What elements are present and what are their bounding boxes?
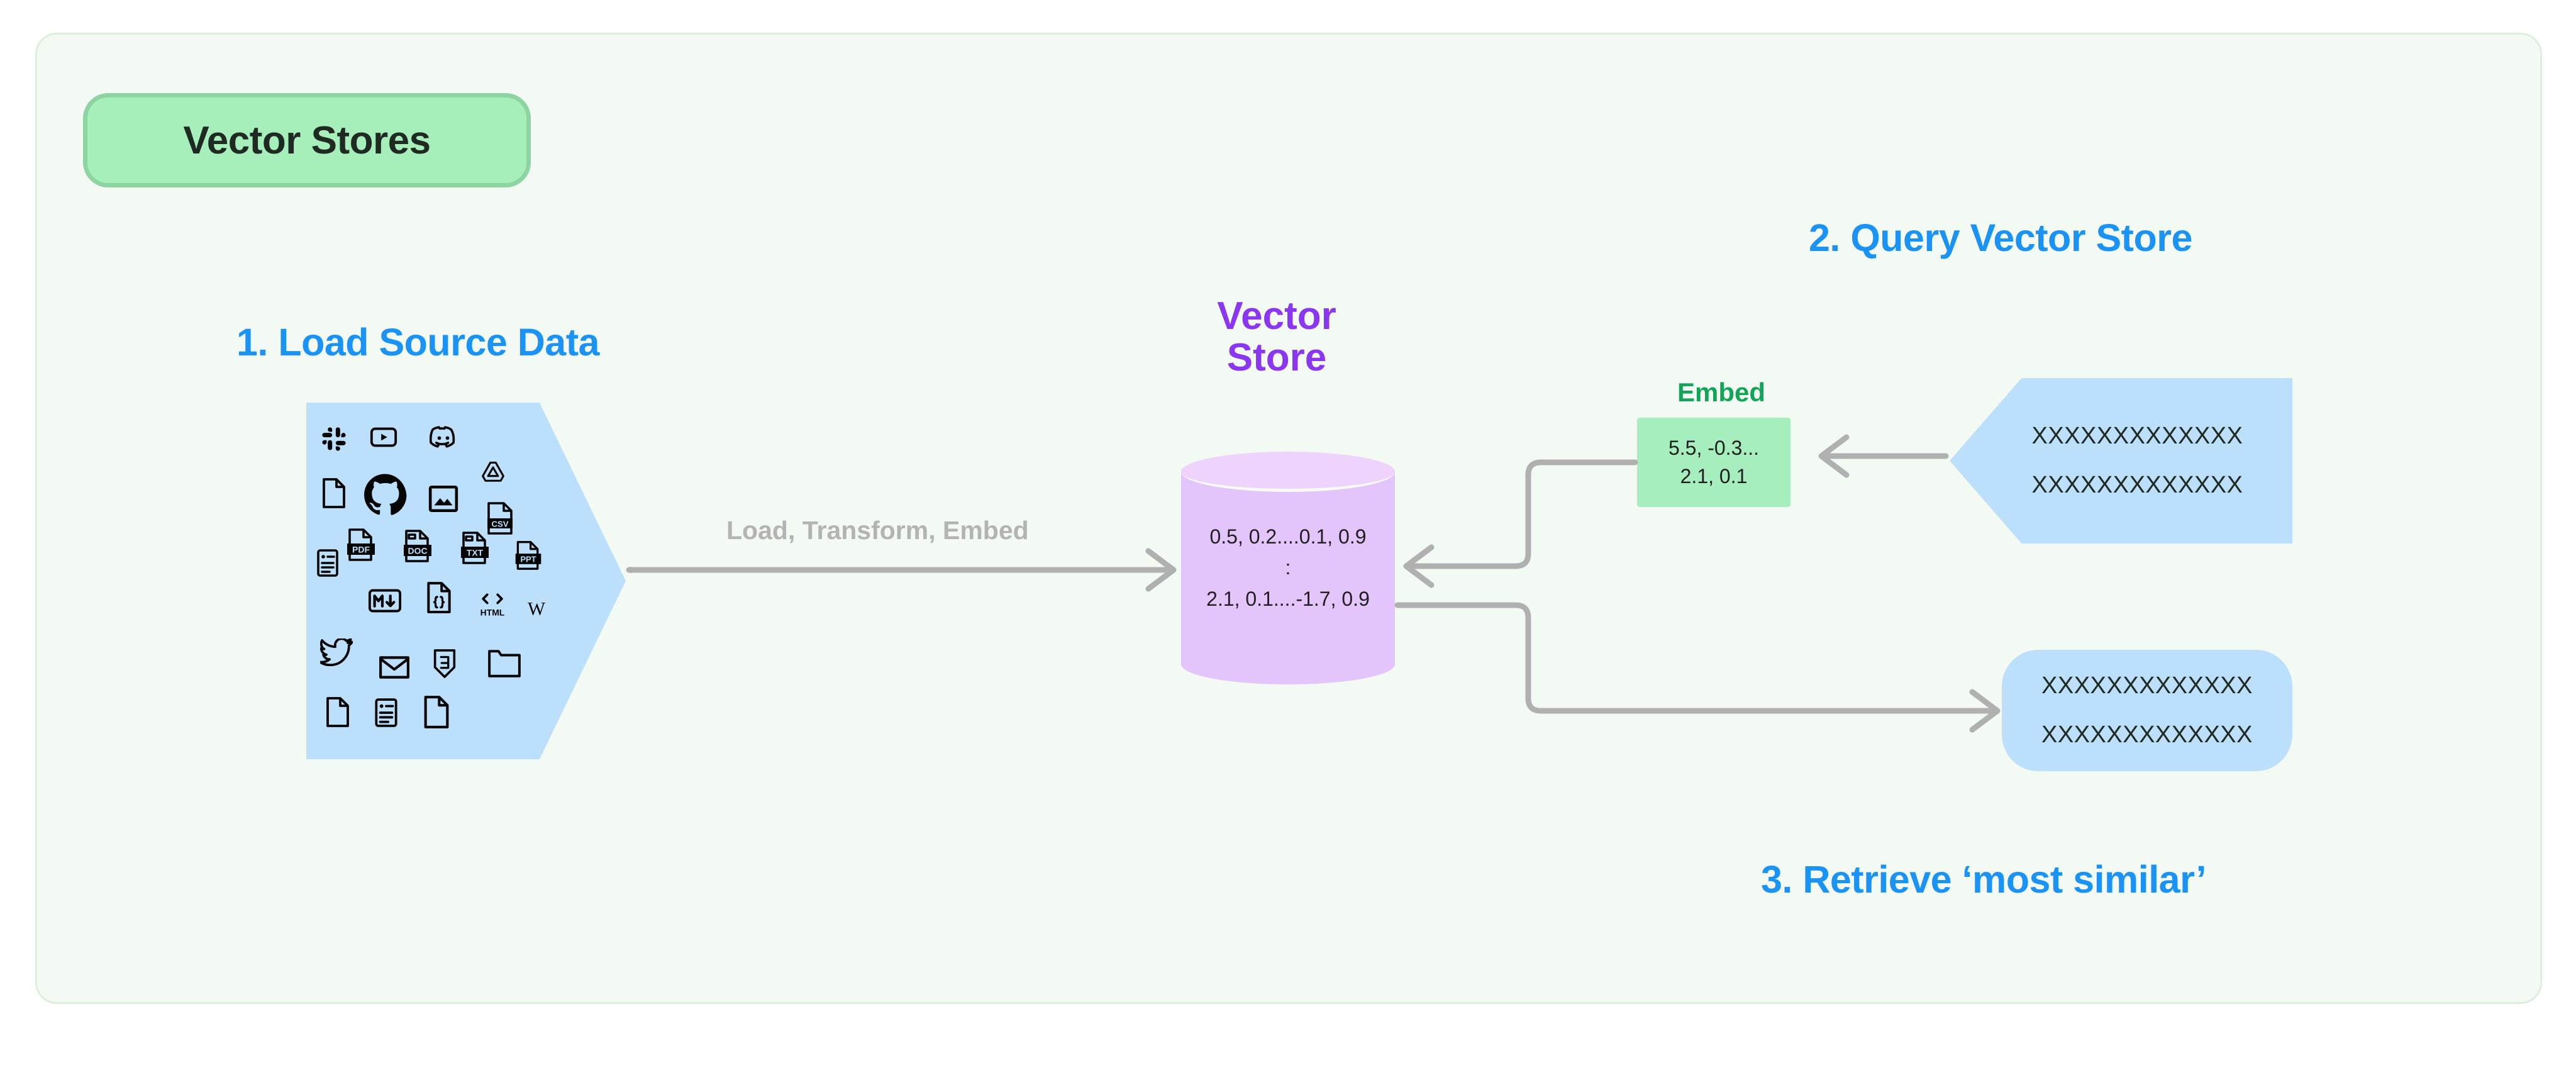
vector-store-title-line2: Store [1226, 336, 1327, 380]
svg-text:DOC: DOC [408, 546, 427, 556]
markdown-icon [368, 588, 402, 613]
pdf-file-icon: PDF [345, 528, 377, 561]
doc-file-icon: DOC [402, 530, 433, 562]
query-line-1: XXXXXXXXXXXXX [2031, 422, 2243, 449]
cylinder-row-2: 2.1, 0.1....-1.7, 0.9 [1206, 587, 1370, 610]
css3-icon [432, 649, 457, 678]
json-code-file-icon [426, 582, 452, 613]
svg-text:CSV: CSV [491, 520, 508, 529]
vector-stores-badge-label: Vector Stores [183, 118, 431, 162]
vector-store-cylinder: 0.5, 0.2....0.1, 0.9 : 2.1, 0.1....-1.7,… [1181, 452, 1395, 684]
document-lines-icon [374, 698, 398, 727]
vector-store-title-line1: Vector [1217, 294, 1336, 338]
pipeline-arrow-label: Load, Transform, Embed [726, 516, 1029, 545]
cylinder-row-0: 0.5, 0.2....0.1, 0.9 [1209, 525, 1367, 548]
vector-stores-badge: Vector Stores [83, 93, 531, 187]
document-lines-icon [316, 549, 339, 577]
youtube-icon [369, 423, 398, 452]
folder-icon [487, 649, 521, 678]
retrieve-line-1: XXXXXXXXXXXXX [2041, 672, 2253, 699]
image-icon [428, 483, 459, 515]
cylinder-bottom-ellipse [1181, 644, 1395, 684]
slack-icon [321, 426, 347, 452]
embed-vector-box: 5.5, -0.3... 2.1, 0.1 [1637, 418, 1790, 507]
github-icon [363, 473, 407, 517]
step-1-heading: 1. Load Source Data [236, 321, 599, 364]
cylinder-body [1181, 472, 1395, 664]
source-data-icon-grid: CSV PDF DOC TXT PPT HTML W [306, 403, 626, 759]
step-3-heading: 3. Retrieve ‘most similar’ [1761, 858, 2207, 901]
embed-row-0: 5.5, -0.3... [1668, 436, 1760, 459]
svg-text:HTML: HTML [480, 607, 505, 617]
html-icon: HTML [477, 590, 508, 618]
retrieve-line-2: XXXXXXXXXXXXX [2041, 721, 2253, 748]
cylinder-top-ellipse [1181, 452, 1395, 492]
file-icon [321, 478, 347, 508]
email-icon [379, 655, 410, 679]
csv-file-icon: CSV [486, 502, 514, 535]
cylinder-vector-rows: 0.5, 0.2....0.1, 0.9 : 2.1, 0.1....-1.7,… [1181, 452, 1395, 684]
query-input-text: XXXXXXXXXXXXX XXXXXXXXXXXXX [1950, 378, 2292, 543]
query-line-2: XXXXXXXXXXXXX [2031, 471, 2243, 498]
embed-row-1: 2.1, 0.1 [1680, 465, 1748, 488]
vector-store-title: Vector Store [1176, 294, 1377, 380]
svg-text:TXT: TXT [467, 548, 484, 558]
svg-text:W: W [528, 599, 546, 620]
svg-text:PPT: PPT [520, 555, 536, 564]
retrieve-result-box: XXXXXXXXXXXXX XXXXXXXXXXXXX [2002, 650, 2292, 771]
step-2-heading: 2. Query Vector Store [1809, 216, 2192, 259]
query-input-shape [1950, 378, 2292, 543]
file-icon [423, 696, 450, 728]
wikipedia-icon: W [523, 598, 550, 620]
ppt-file-icon: PPT [514, 540, 543, 570]
discord-icon [429, 425, 458, 451]
cylinder-row-1: : [1285, 556, 1291, 579]
txt-file-icon: TXT [459, 532, 491, 564]
file-icon [325, 697, 350, 727]
svg-text:PDF: PDF [352, 545, 370, 555]
embed-label: Embed [1677, 377, 1766, 407]
google-drive-icon [480, 461, 506, 484]
twitter-icon [320, 638, 353, 666]
